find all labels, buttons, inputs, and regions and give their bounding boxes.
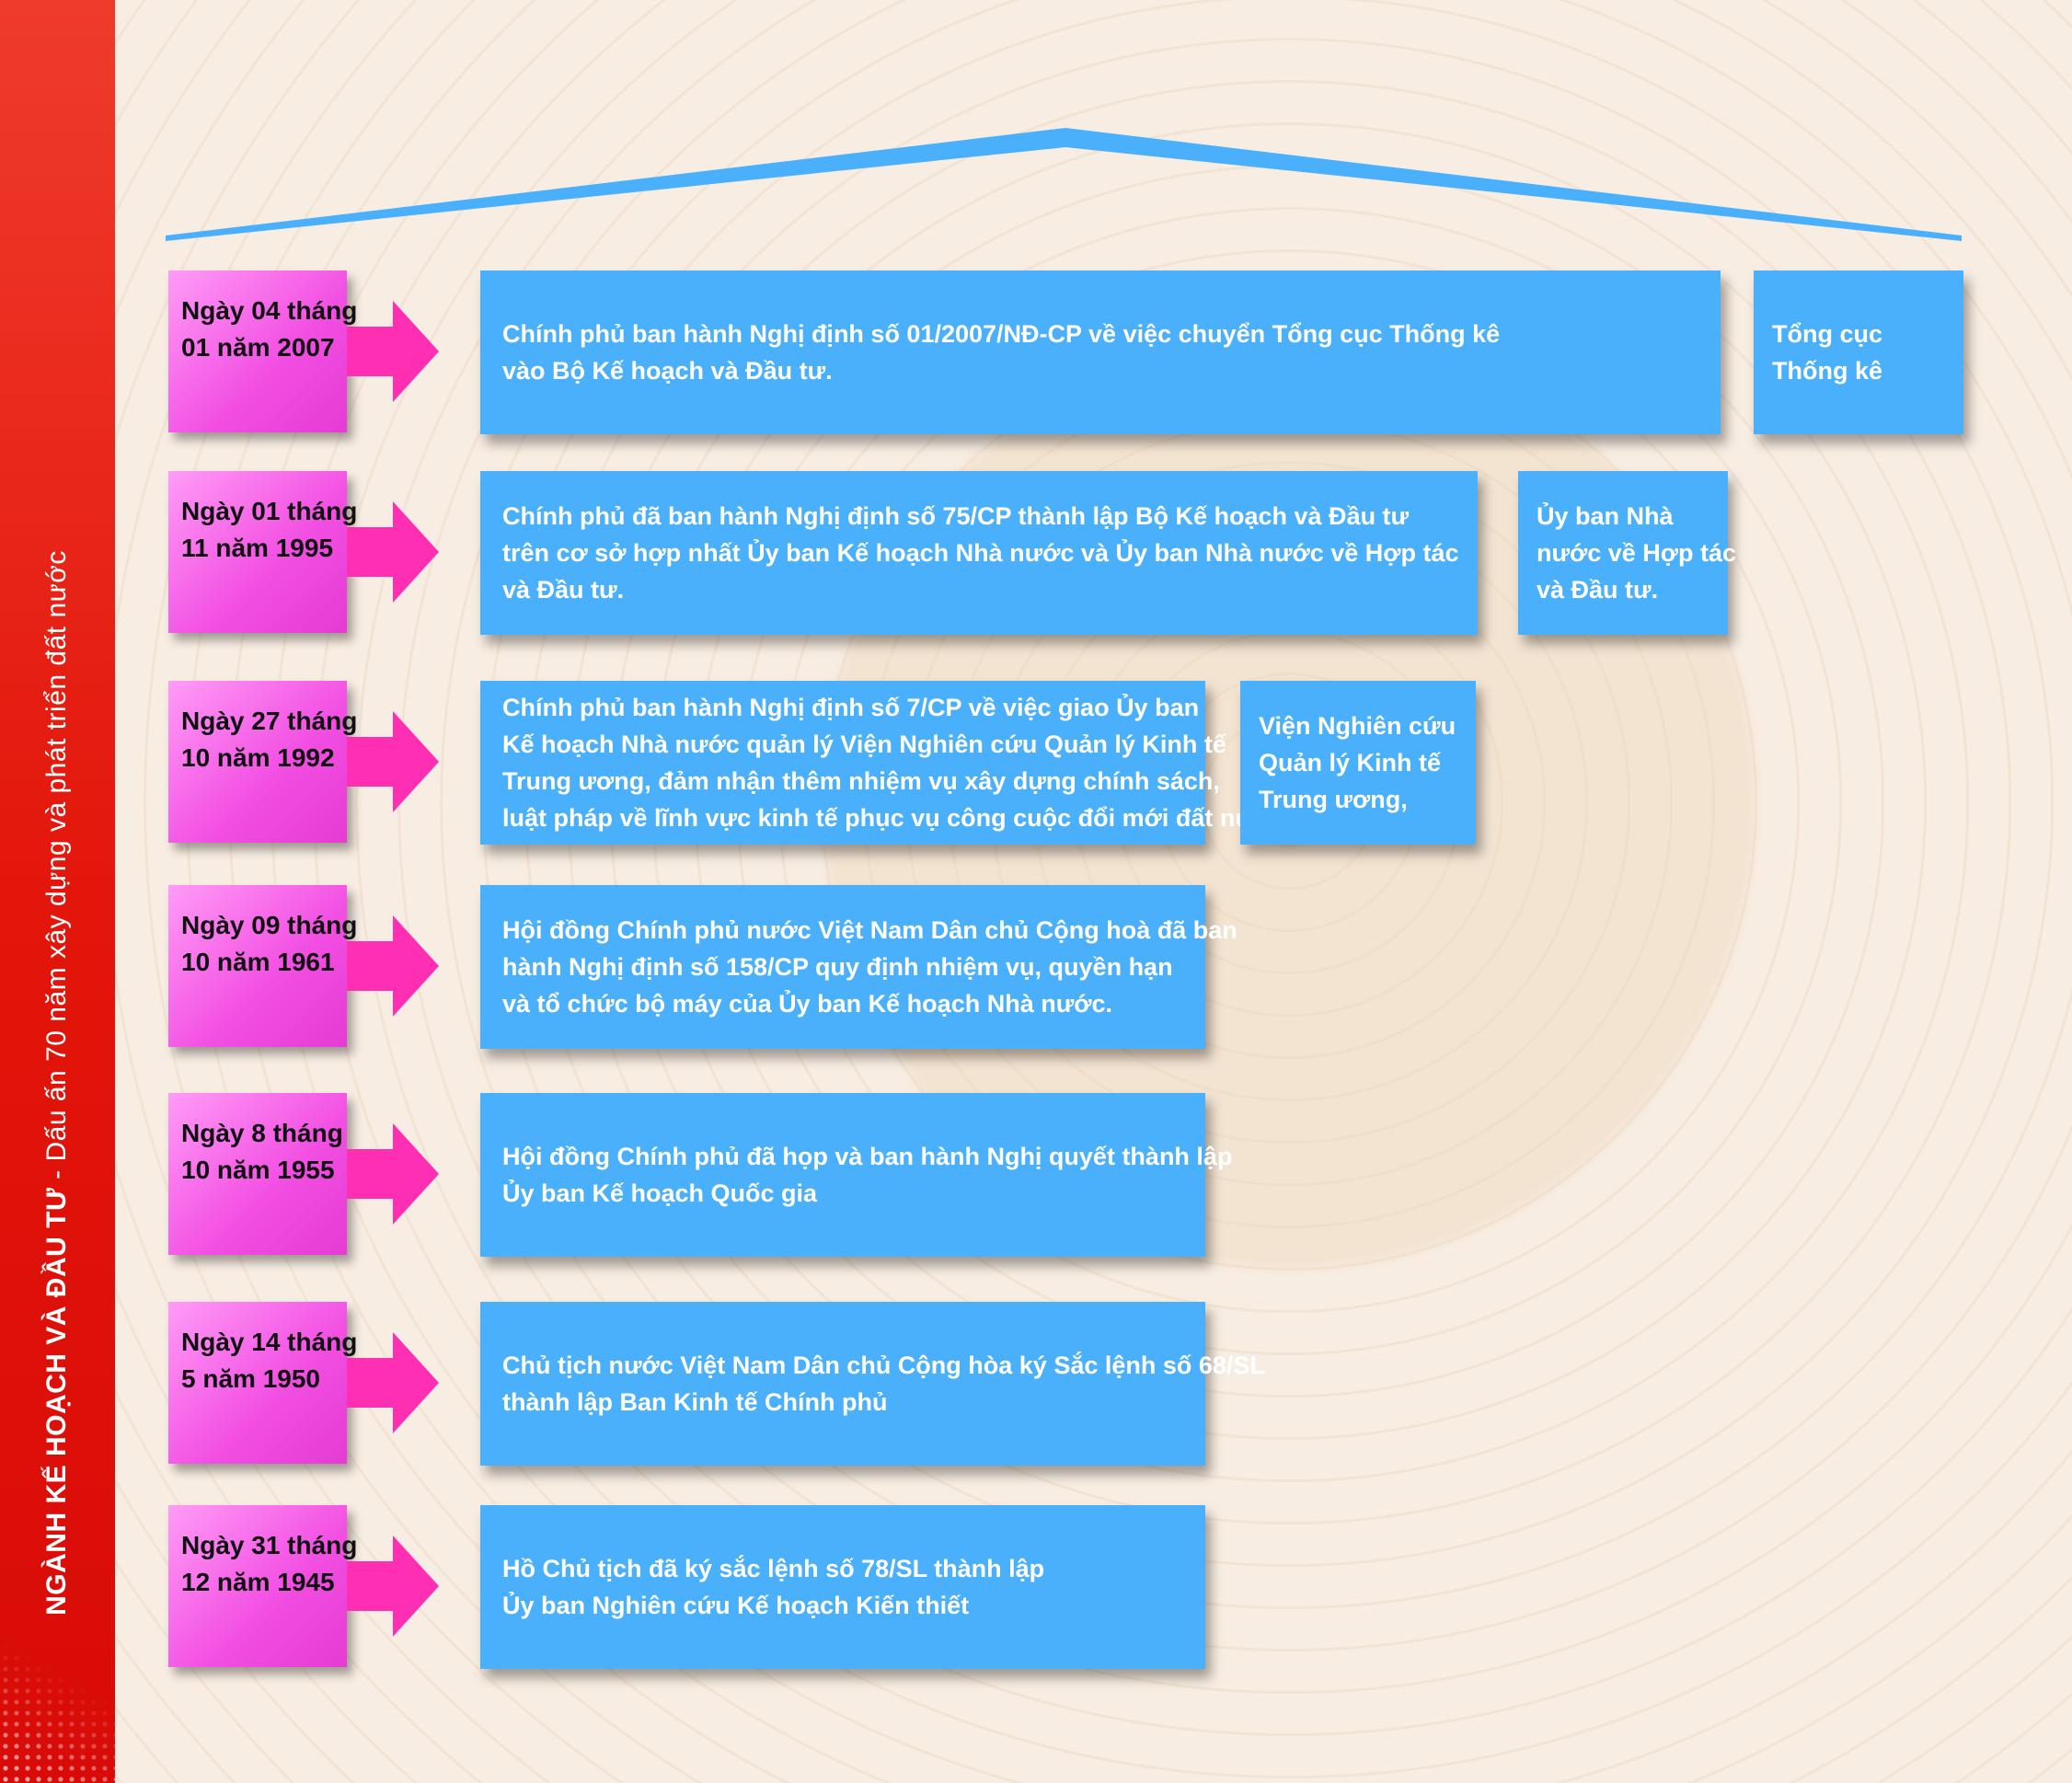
date-line: 10 năm 1955 xyxy=(181,1156,335,1184)
event-line: Chủ tịch nước Việt Nam Dân chủ Cộng hòa … xyxy=(502,1352,1265,1379)
date-line: 12 năm 1945 xyxy=(181,1568,335,1596)
date-box: Ngày 01 tháng 11 năm 1995 xyxy=(168,471,358,633)
arrow-right-icon xyxy=(347,301,439,402)
event-line: Ủy ban Nghiên cứu Kế hoạch Kiến thiết xyxy=(502,1592,970,1619)
event-box: Hội đồng Chính phủ đã họp và ban hành Ng… xyxy=(480,1093,1233,1257)
event-line: Kế hoạch Nhà nước quản lý Viện Nghiên cứ… xyxy=(502,730,1226,758)
side-title-normal: - Dấu ấn 70 năm xây dựng và phát triển đ… xyxy=(41,550,72,1188)
date-line: Ngày 14 tháng xyxy=(181,1328,358,1356)
date-box: Ngày 31 tháng 12 năm 1945 xyxy=(168,1505,358,1667)
arrow-right-icon xyxy=(347,1332,439,1433)
event-line: Chính phủ đã ban hành Nghị định số 75/CP… xyxy=(502,502,1410,530)
event-line: Hội đồng Chính phủ đã họp và ban hành Ng… xyxy=(502,1143,1233,1170)
date-line: Ngày 31 tháng xyxy=(181,1531,358,1559)
arrow-right-icon xyxy=(347,1536,439,1637)
event-line: luật pháp về lĩnh vực kinh tế phục vụ cô… xyxy=(502,804,1292,832)
organization-label-line: và Đầu tư. xyxy=(1537,576,1659,604)
event-line: thành lập Ban Kinh tế Chính phủ xyxy=(502,1388,888,1416)
organization-label-line: Thống kê xyxy=(1772,357,1882,385)
event-line: Hồ Chủ tịch đã ký sắc lệnh số 78/SL thàn… xyxy=(502,1555,1045,1582)
date-line: Ngày 8 tháng xyxy=(181,1119,343,1147)
organization-label-line: Tổng cục xyxy=(1772,320,1882,348)
date-line: Ngày 09 tháng xyxy=(181,911,358,939)
event-line: Hội đồng Chính phủ nước Việt Nam Dân chủ… xyxy=(502,916,1237,944)
date-line: 10 năm 1961 xyxy=(181,948,335,976)
event-line: vào Bộ Kế hoạch và Đầu tư. xyxy=(502,357,833,385)
organization-label-line: Trung ương, xyxy=(1259,786,1408,813)
date-box: Ngày 8 tháng 10 năm 1955 xyxy=(168,1093,347,1255)
event-box: Chính phủ ban hành Nghị định số 7/CP về … xyxy=(480,681,1292,845)
arrow-right-icon xyxy=(347,711,439,812)
side-band xyxy=(0,0,115,1783)
event-line: Chính phủ ban hành Nghị định số 01/2007/… xyxy=(502,320,1501,348)
side-title: NGÀNH KẾ HOẠCH VÀ ĐẦU TƯ - Dấu ấn 70 năm… xyxy=(41,550,73,1616)
organization-label-box: Ủy ban Nhà nước về Hợp tác và Đầu tư. xyxy=(1518,471,1737,635)
date-box: Ngày 27 tháng 10 năm 1992 xyxy=(168,681,358,843)
event-line: hành Nghị định số 158/CP quy định nhiệm … xyxy=(502,953,1173,981)
date-line: Ngày 04 tháng xyxy=(181,296,358,325)
date-line: Ngày 01 tháng xyxy=(181,497,358,525)
date-line: 10 năm 1992 xyxy=(181,743,335,772)
side-title-bold: NGÀNH KẾ HOẠCH VÀ ĐẦU TƯ xyxy=(41,1187,72,1616)
event-line: Ủy ban Kế hoạch Quốc gia xyxy=(502,1179,818,1207)
event-box: Chủ tịch nước Việt Nam Dân chủ Cộng hòa … xyxy=(480,1302,1265,1466)
organization-label-line: Quản lý Kinh tế xyxy=(1259,749,1442,776)
date-line: Ngày 27 tháng xyxy=(181,707,358,735)
date-box: Ngày 09 tháng 10 năm 1961 xyxy=(168,885,358,1047)
event-box: Hội đồng Chính phủ nước Việt Nam Dân chủ… xyxy=(480,885,1237,1049)
date-line: 01 năm 2007 xyxy=(181,333,335,362)
roof-shape xyxy=(166,128,1962,241)
date-line: 5 năm 1950 xyxy=(181,1364,320,1393)
event-box: Hồ Chủ tịch đã ký sắc lệnh số 78/SL thàn… xyxy=(480,1505,1205,1669)
event-line: Chính phủ ban hành Nghị định số 7/CP về … xyxy=(502,694,1200,721)
arrow-right-icon xyxy=(347,915,439,1017)
arrow-right-icon xyxy=(347,1123,439,1225)
date-line: 11 năm 1995 xyxy=(181,534,334,562)
event-box: Chính phủ đã ban hành Nghị định số 75/CP… xyxy=(480,471,1478,635)
date-box: Ngày 14 tháng 5 năm 1950 xyxy=(168,1302,358,1464)
organization-label-line: Viện Nghiên cứu xyxy=(1259,712,1456,740)
arrow-right-icon xyxy=(347,501,439,603)
event-line: và Đầu tư. xyxy=(502,576,625,604)
event-line: và tổ chức bộ máy của Ủy ban Kế hoạch Nh… xyxy=(502,990,1112,1018)
event-box: Chính phủ ban hành Nghị định số 01/2007/… xyxy=(480,270,1721,434)
organization-label-line: nước về Hợp tác xyxy=(1537,539,1737,567)
date-box: Ngày 04 tháng 01 năm 2007 xyxy=(168,270,358,432)
side-dots-decoration xyxy=(0,1608,115,1783)
organization-label-line: Ủy ban Nhà xyxy=(1537,502,1674,530)
event-line: Trung ương, đảm nhận thêm nhiệm vụ xây d… xyxy=(502,767,1220,795)
event-line: trên cơ sở hợp nhất Ủy ban Kế hoạch Nhà … xyxy=(502,539,1459,567)
